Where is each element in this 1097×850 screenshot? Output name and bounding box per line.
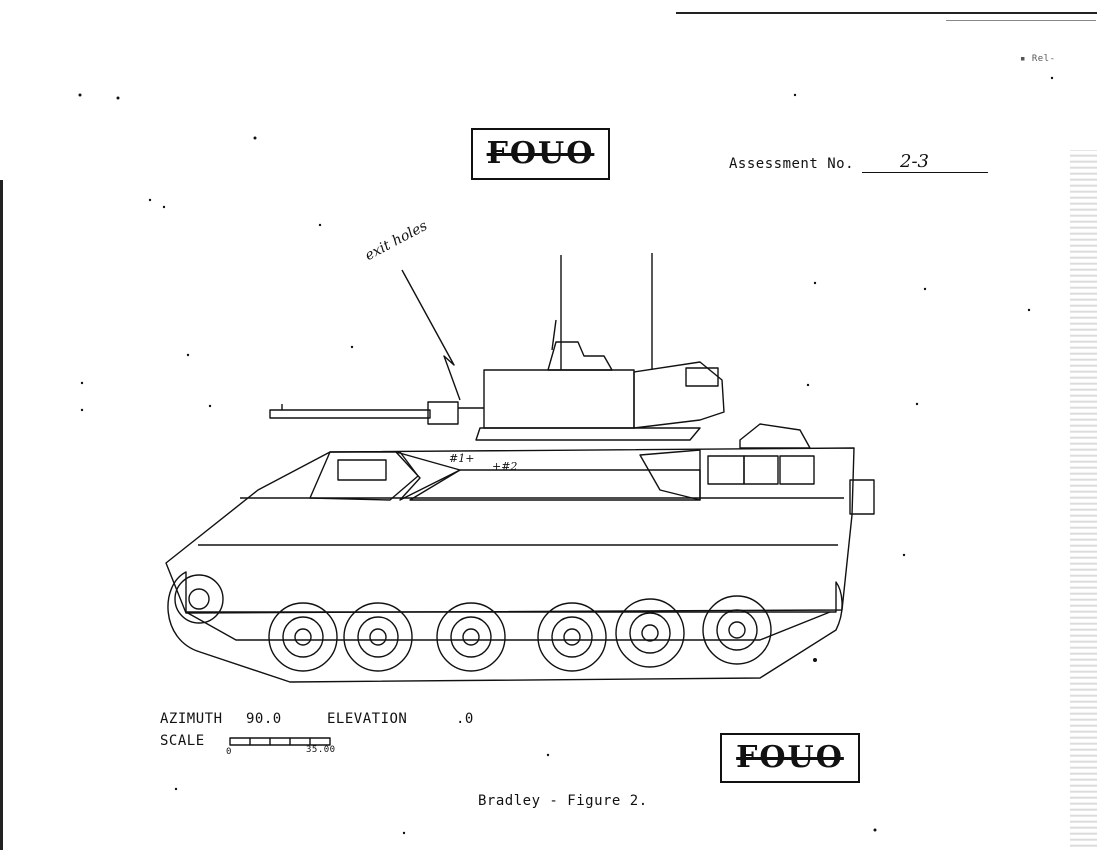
annotation-pointer bbox=[401, 269, 461, 401]
elevation-label: ELEVATION bbox=[327, 711, 408, 727]
turret bbox=[475, 319, 725, 441]
fouo-stamp-top: FOUO bbox=[471, 128, 610, 180]
azimuth-value: 90.0 bbox=[246, 711, 282, 727]
elevation-value: .0 bbox=[456, 711, 474, 727]
left-border bbox=[0, 180, 3, 850]
top-rule bbox=[676, 12, 1097, 14]
hole-1-label: #1+ bbox=[449, 452, 475, 465]
hull bbox=[165, 423, 875, 614]
scale-max: 35.00 bbox=[306, 745, 336, 755]
scale-label: SCALE bbox=[160, 733, 205, 749]
assessment-label: Assessment No. bbox=[729, 156, 855, 172]
top-rule-faint bbox=[946, 20, 1096, 21]
assessment-underline bbox=[862, 172, 988, 173]
track bbox=[167, 571, 843, 683]
figure-caption: Bradley - Figure 2. bbox=[478, 793, 648, 809]
road-wheels bbox=[174, 574, 772, 672]
scale-bar bbox=[229, 737, 331, 746]
main-gun bbox=[269, 401, 484, 425]
fouo-stamp-top-text: FOUO bbox=[486, 136, 595, 171]
fouo-stamp-bottom-text: FOUO bbox=[736, 740, 844, 775]
corner-mark: ▪ Rel- bbox=[1020, 54, 1056, 64]
assessment-value: 2-3 bbox=[900, 151, 929, 172]
right-edge-noise bbox=[1070, 150, 1097, 850]
fouo-stamp-bottom: FOUO bbox=[720, 733, 860, 783]
azimuth-label: AZIMUTH bbox=[160, 711, 223, 727]
scale-min: 0 bbox=[226, 747, 232, 757]
scan-specks bbox=[78, 76, 1054, 835]
